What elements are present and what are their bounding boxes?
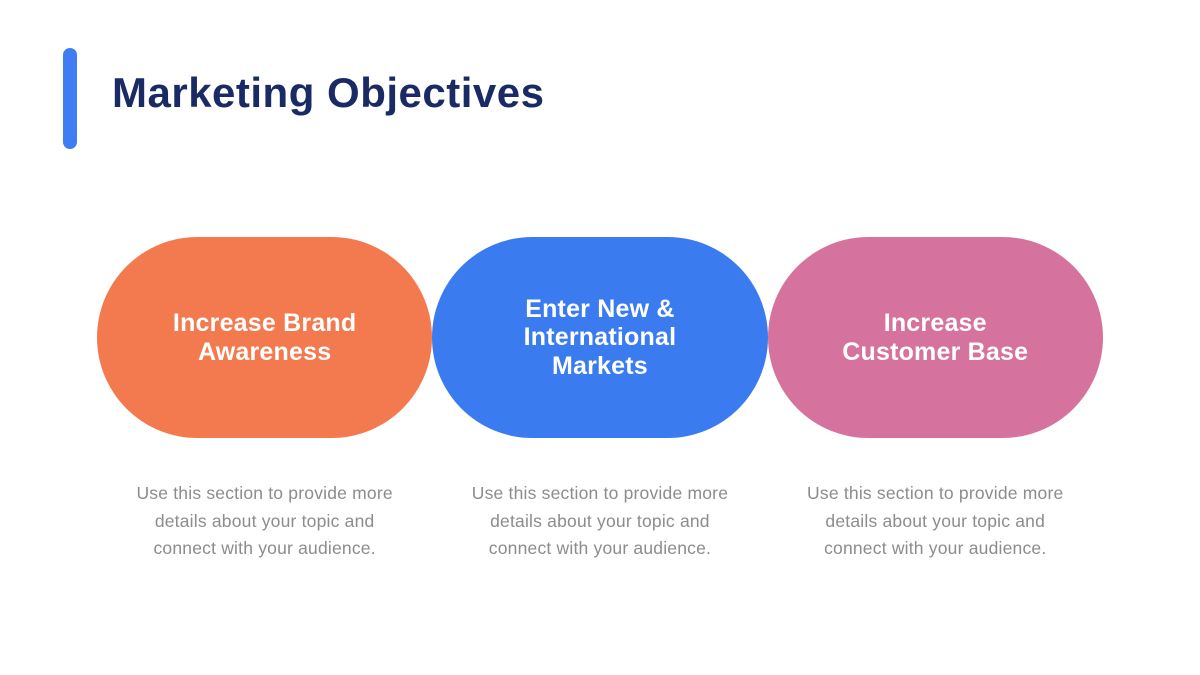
objective-pill-customer-base: Increase Customer Base bbox=[767, 237, 1103, 438]
card-description: Use this section to provide more details… bbox=[471, 483, 729, 558]
card-description: Use this section to provide more details… bbox=[807, 483, 1064, 558]
objective-pill-new-markets: Enter New & International Markets bbox=[432, 237, 768, 438]
objective-pill-brand-awareness: Increase Brand Awareness bbox=[97, 237, 433, 438]
title-accent-bar bbox=[63, 48, 77, 149]
pill-label: Increase Customer Base bbox=[842, 309, 1029, 366]
objective-card-customer-base: Increase Customer Base Use this section … bbox=[767, 237, 1103, 563]
card-description: Use this section to provide more details… bbox=[136, 483, 393, 558]
page-title: Marketing Objectives bbox=[112, 69, 545, 116]
objective-card-brand-awareness: Increase Brand Awareness Use this sectio… bbox=[97, 237, 433, 563]
pill-label: Increase Brand Awareness bbox=[172, 309, 357, 366]
pill-label: Enter New & International Markets bbox=[523, 294, 677, 380]
objective-cards-row: Increase Brand Awareness Use this sectio… bbox=[97, 237, 1103, 563]
objective-card-new-markets: Enter New & International Markets Use th… bbox=[432, 237, 768, 563]
